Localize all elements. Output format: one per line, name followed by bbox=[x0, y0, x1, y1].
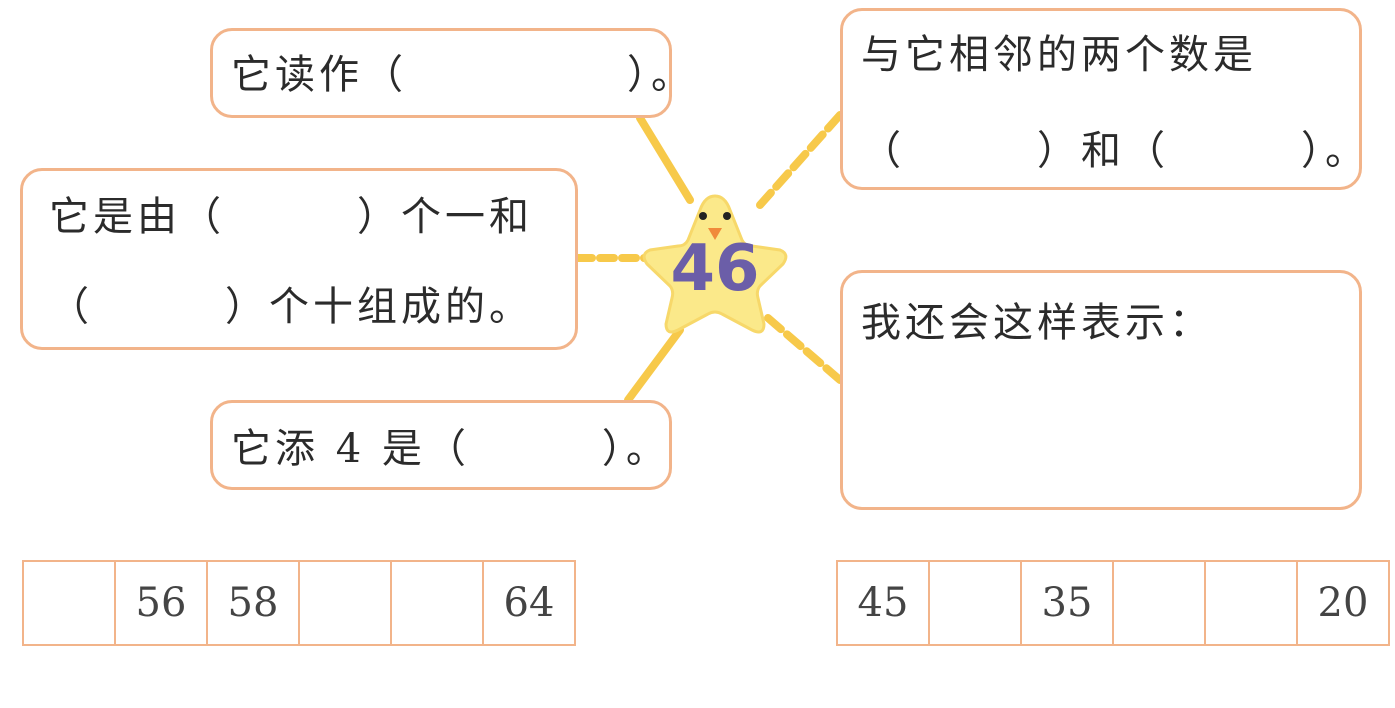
center-star: 46 bbox=[640, 188, 790, 338]
read-as-box: 它读作（ ）。 bbox=[210, 28, 691, 118]
left-cell-3: 58 bbox=[206, 560, 300, 646]
represent-text: 我还会这样表示： bbox=[861, 300, 1213, 346]
star-icon bbox=[642, 194, 788, 334]
connector-read bbox=[636, 114, 694, 204]
right-cell-4 bbox=[1112, 560, 1206, 646]
neighbors-box: 与它相邻的两个数是 （ ）和（ ）。 bbox=[840, 8, 1365, 190]
right-cell-6: 20 bbox=[1296, 560, 1390, 646]
right-cell-5 bbox=[1204, 560, 1298, 646]
left-cell-2: 56 bbox=[114, 560, 208, 646]
composition-line-2: （ ）个十组成的。 bbox=[49, 284, 533, 330]
add-four-text: 它添 4 是（ ）。 bbox=[231, 426, 670, 472]
add-four-box: 它添 4 是（ ）。 bbox=[210, 400, 672, 490]
left-cell-1 bbox=[22, 560, 116, 646]
number-sequence-left: 56 58 64 bbox=[22, 560, 576, 646]
number-sequence-right: 45 35 20 bbox=[836, 560, 1390, 646]
neighbors-line-1: 与它相邻的两个数是 bbox=[861, 32, 1257, 78]
left-cell-4 bbox=[298, 560, 392, 646]
connector-add bbox=[624, 326, 684, 404]
left-cell-5 bbox=[390, 560, 484, 646]
represent-box: 我还会这样表示： bbox=[840, 270, 1362, 510]
composition-line-1: 它是由（ ）个一和 bbox=[49, 194, 533, 240]
connector-represent bbox=[764, 314, 844, 384]
composition-box: 它是由（ ）个一和 （ ）个十组成的。 bbox=[20, 168, 578, 350]
right-cell-2 bbox=[928, 560, 1022, 646]
center-number: 46 bbox=[670, 232, 760, 306]
left-cell-6: 64 bbox=[482, 560, 576, 646]
connector-neighbors bbox=[756, 111, 844, 209]
neighbors-line-2: （ ）和（ ）。 bbox=[861, 128, 1369, 174]
right-cell-1: 45 bbox=[836, 560, 930, 646]
right-cell-3: 35 bbox=[1020, 560, 1114, 646]
read-as-text: 它读作（ ）。 bbox=[231, 52, 695, 98]
